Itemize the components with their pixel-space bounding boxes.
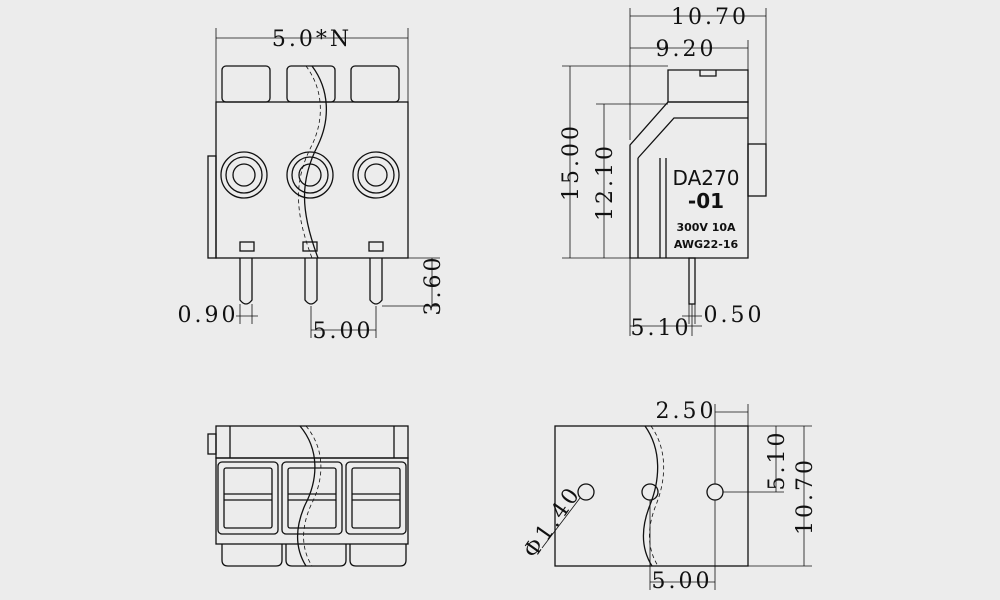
side-pin-thickness-dimension: 0.50	[704, 303, 765, 328]
top-slot-2	[281, 461, 343, 535]
top-slot-3	[345, 461, 407, 535]
footprint-hole-1	[577, 483, 595, 501]
front-hole-3	[352, 151, 400, 199]
side-overall-depth-dimension: 10.70	[671, 5, 749, 30]
side-overall-height-dimension: 15.00	[559, 123, 584, 201]
front-view: 5.0*N 3.60	[178, 27, 446, 344]
front-pin-2	[304, 258, 318, 305]
side-button	[667, 69, 749, 103]
footprint-row-offset-y-dimension: 5.10	[765, 430, 790, 491]
side-view: 10.70 9.20 DA270 -01 300V 10A AWG22-16 1…	[559, 5, 767, 341]
side-label-model: DA270	[673, 166, 740, 190]
footprint-pitch-dimension: 5.00	[652, 569, 713, 594]
front-hole-2	[286, 151, 334, 199]
top-body	[215, 457, 409, 545]
footprint-view: 2.50 5.10 10.70 Φ1.40 5.00	[519, 399, 818, 594]
top-view	[207, 425, 409, 567]
front-button-2	[286, 65, 336, 103]
front-button-3	[350, 65, 400, 103]
front-hole-1	[220, 151, 268, 199]
front-button-1	[221, 65, 271, 103]
footprint-hole-3	[706, 483, 724, 501]
side-label-suffix: -01	[688, 189, 724, 213]
footprint-row-offset-x-dimension: 2.50	[656, 399, 717, 424]
front-pin-3	[369, 258, 383, 305]
footprint-depth-dimension: 10.70	[793, 457, 818, 535]
front-pin-width-dimension: 0.90	[178, 303, 239, 328]
footprint-hole-diameter-dimension: Φ1.40	[519, 482, 587, 564]
side-pin	[688, 257, 696, 305]
side-body-height-dimension: 12.10	[593, 143, 618, 221]
top-back-rail	[215, 425, 409, 459]
front-side-tab	[207, 155, 217, 259]
side-body-depth-dimension: 9.20	[656, 37, 717, 62]
front-pin-length-dimension: 3.60	[421, 255, 446, 316]
side-lever-tab	[747, 143, 767, 197]
top-slot-1	[217, 461, 279, 535]
front-pitch-dimension: 5.00	[313, 319, 374, 344]
side-label-wire: AWG22-16	[674, 238, 739, 251]
front-body	[215, 101, 409, 259]
front-width-dimension: 5.0*N	[272, 27, 352, 52]
front-pin-1	[239, 258, 253, 305]
side-pin-offset-dimension: 5.10	[631, 316, 692, 341]
side-label-rating: 300V 10A	[676, 221, 736, 234]
